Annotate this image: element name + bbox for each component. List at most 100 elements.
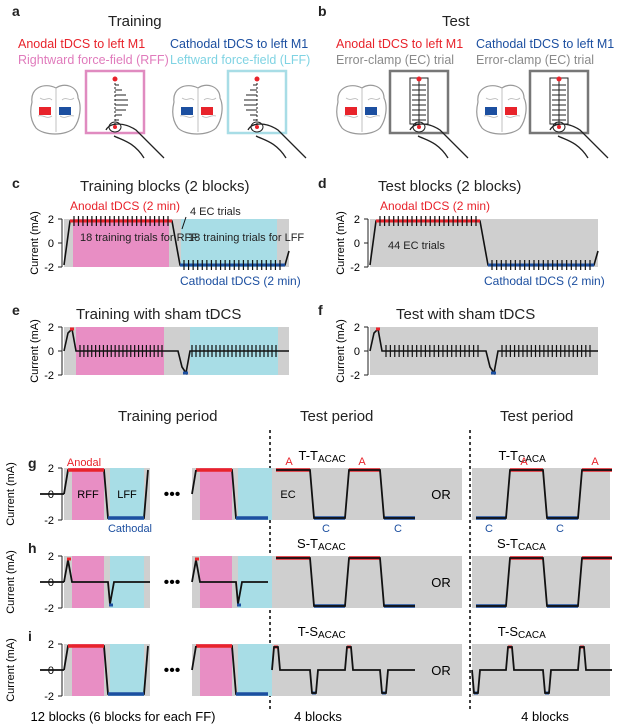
training-cathodal-label: Cathodal tDCS to left M1 — [170, 37, 309, 51]
hand-icon — [105, 123, 165, 159]
or-label: OR — [431, 663, 451, 678]
condition-label: T-S — [298, 624, 319, 639]
d-cathodal-label: Cathodal tDCS (2 min) — [484, 274, 605, 288]
test-bg — [272, 556, 462, 608]
training-anodal-label: Anodal tDCS to left M1 — [18, 37, 146, 51]
y-axis-label: Current (mA) — [5, 550, 17, 614]
lff-region — [238, 644, 272, 696]
tick-label: 2 — [354, 322, 360, 334]
current-trace — [276, 557, 415, 607]
tick-label: -2 — [350, 262, 360, 274]
current-trace — [476, 469, 612, 519]
footer-training-blocks: 12 blocks (6 blocks for each FF) — [31, 709, 216, 724]
plot-e: 2 0 -2 Current (mA) — [29, 319, 289, 383]
current-trace — [476, 557, 612, 607]
condition-label: T-T — [299, 448, 319, 463]
tick-label: 2 — [48, 214, 54, 226]
panel-label-d: d — [318, 175, 327, 191]
c-label: C — [322, 523, 330, 535]
rff-region — [72, 468, 104, 520]
current-trace — [369, 327, 598, 376]
current-trace — [191, 469, 197, 495]
workspace-ec-icon — [528, 69, 590, 135]
lff-region — [110, 644, 144, 696]
rff-region — [200, 644, 232, 696]
c-lff-label: 18 training trials for LFF — [188, 232, 304, 244]
current-trace — [63, 220, 290, 266]
cathodal-label: Cathodal — [108, 523, 152, 535]
c-cathodal-label: Cathodal tDCS (2 min) — [180, 274, 301, 288]
tick-label: 0 — [354, 346, 360, 358]
tick-label: -2 — [44, 370, 54, 382]
tick-label: 2 — [48, 639, 54, 651]
d-ec-label: 44 EC trials — [388, 240, 445, 252]
test-bg — [272, 468, 462, 520]
setup-illustrations — [30, 69, 609, 159]
current-trace — [63, 645, 149, 695]
or-label: OR — [431, 487, 451, 502]
anode-electrode-icon — [39, 107, 51, 115]
test-period-title-2: Test period — [500, 408, 574, 425]
training-title: Training — [108, 13, 162, 30]
test-cathodal-label: Cathodal tDCS to left M1 — [476, 37, 615, 51]
test-ec-label-1: Error-clamp (EC) trial — [336, 53, 455, 67]
condition-subscript: CACA — [518, 630, 546, 641]
y-axis-label: Current (mA) — [29, 211, 41, 275]
d-title: Test blocks (2 blocks) — [378, 178, 522, 195]
current-trace — [369, 220, 599, 266]
or-label: OR — [431, 575, 451, 590]
a-label: A — [285, 456, 293, 468]
plot-c: 2 0 -2 Current (mA) Anodal tDCS (2 min) … — [29, 199, 304, 288]
panel-label-e: e — [12, 302, 20, 318]
tick-label: -2 — [44, 515, 54, 527]
test-ec-label-2: Error-clamp (EC) trial — [476, 53, 595, 67]
tick-label: -2 — [44, 262, 54, 274]
current-trace — [471, 646, 612, 694]
condition-subscript: ACAC — [318, 542, 346, 553]
rff-region — [73, 219, 169, 267]
ec-label: EC — [280, 489, 295, 501]
lff-label: LFF — [117, 489, 137, 501]
current-trace — [63, 327, 289, 376]
c-ec-label: 4 EC trials — [190, 206, 241, 218]
brain-icon — [336, 84, 387, 135]
cathode-electrode-icon — [59, 107, 71, 115]
e-title: Training with sham tDCS — [76, 306, 242, 323]
test-period-title-1: Test period — [300, 408, 374, 425]
tick-label: 2 — [354, 214, 360, 226]
lff-region — [181, 219, 277, 267]
rff-label: RFF — [77, 489, 99, 501]
brain-icon — [172, 84, 223, 135]
tick-label: 0 — [48, 489, 54, 501]
c-rff-label: 18 training trials for RFF — [80, 232, 198, 244]
ellipsis: ••• — [164, 574, 181, 591]
tick-label: 2 — [48, 463, 54, 475]
hand-icon — [549, 123, 609, 159]
test-anodal-label: Anodal tDCS to left M1 — [336, 37, 464, 51]
tick-label: 2 — [48, 322, 54, 334]
tick-label: 2 — [48, 551, 54, 563]
a-label: A — [520, 456, 528, 468]
workspace-ec-icon — [388, 69, 450, 135]
condition-subscript: ACAC — [318, 454, 346, 465]
training-rff-label: Rightward force-field (RFF) — [18, 53, 169, 67]
panel-label-g: g — [28, 455, 37, 471]
condition-label: T-T — [499, 448, 519, 463]
plot-f: 2 0 -2 Current (mA) — [335, 319, 598, 383]
current-trace — [191, 645, 197, 671]
lff-region — [238, 468, 272, 520]
y-axis-label: Current (mA) — [5, 462, 17, 526]
c-label: C — [394, 523, 402, 535]
current-trace — [276, 469, 415, 519]
y-axis-label: Current (mA) — [5, 638, 17, 702]
workspace-rff-icon — [84, 69, 146, 135]
plot-d: 2 0 -2 Current (mA) Anodal tDCS (2 min) … — [335, 199, 605, 288]
panel-label-h: h — [28, 540, 37, 556]
test-bg — [472, 556, 610, 608]
footer-test-blocks-2: 4 blocks — [521, 709, 569, 724]
